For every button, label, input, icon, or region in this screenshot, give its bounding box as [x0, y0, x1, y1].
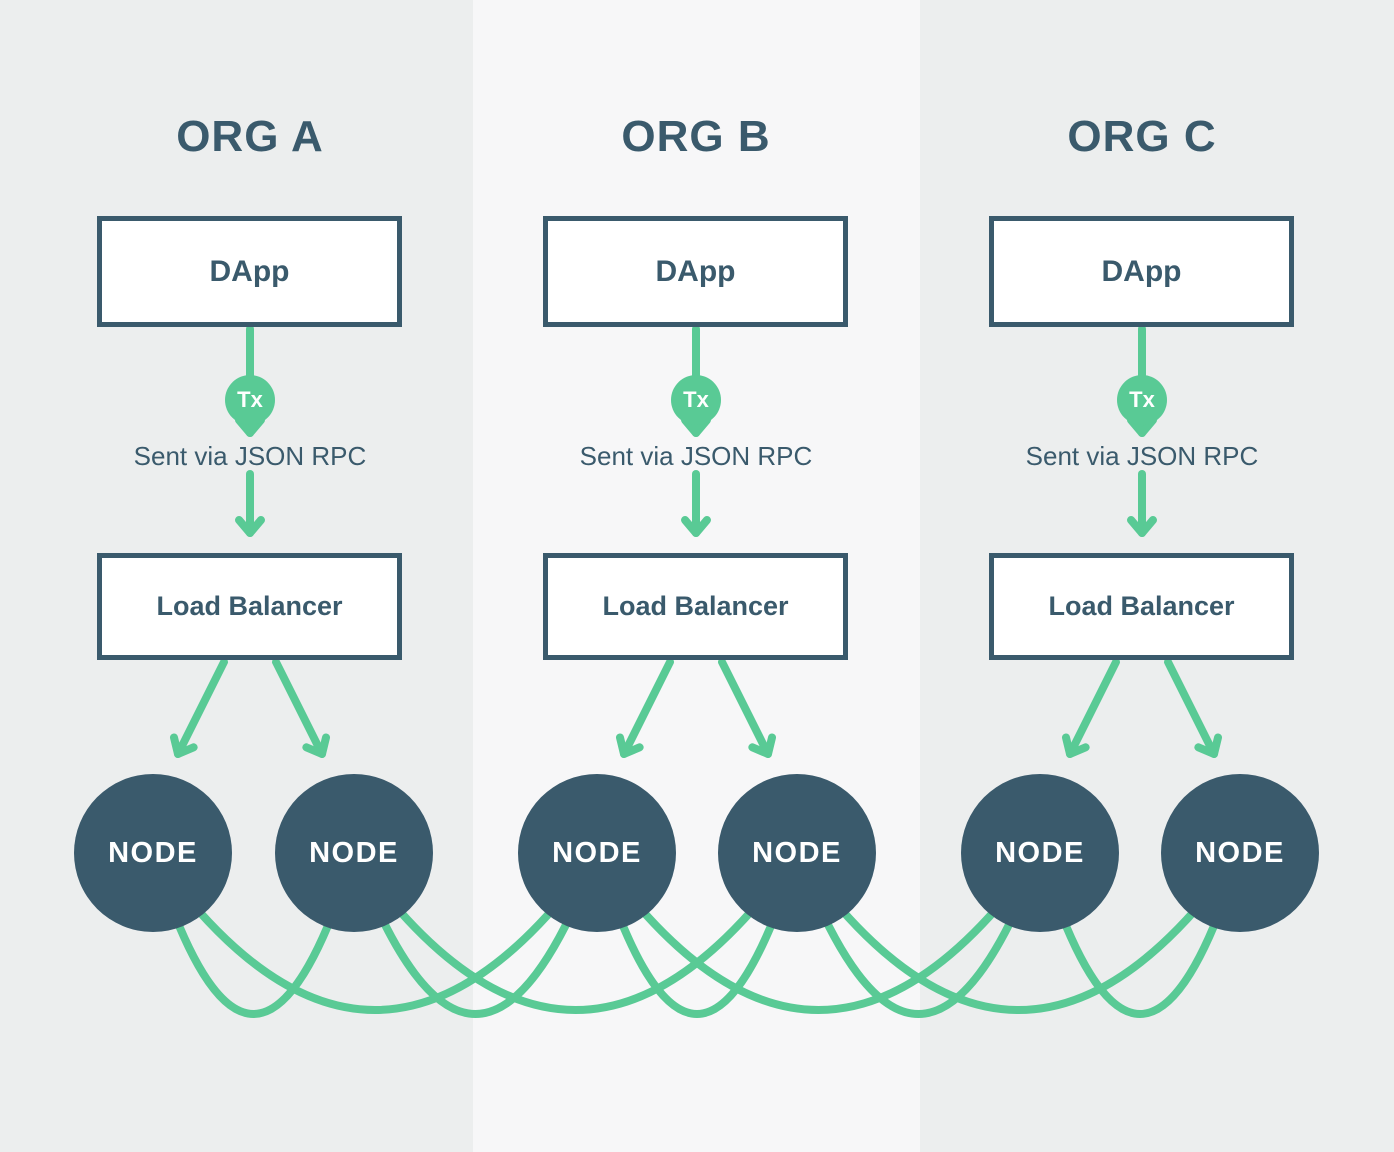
node-mesh-curve [793, 849, 1044, 1018]
node-mesh-curve [1036, 849, 1244, 1018]
lb-to-node-arrow [1164, 658, 1223, 758]
node-mesh-curve [593, 849, 801, 1018]
node-mesh-curve [350, 849, 601, 1018]
lb-to-node-arrow [169, 658, 228, 758]
lb-to-node-arrow [718, 658, 777, 758]
lb-to-node-arrow [272, 658, 331, 758]
node-mesh-curve [149, 849, 358, 1018]
lb-to-node-arrow [1061, 658, 1120, 758]
lb-to-node-arrow [615, 658, 674, 758]
